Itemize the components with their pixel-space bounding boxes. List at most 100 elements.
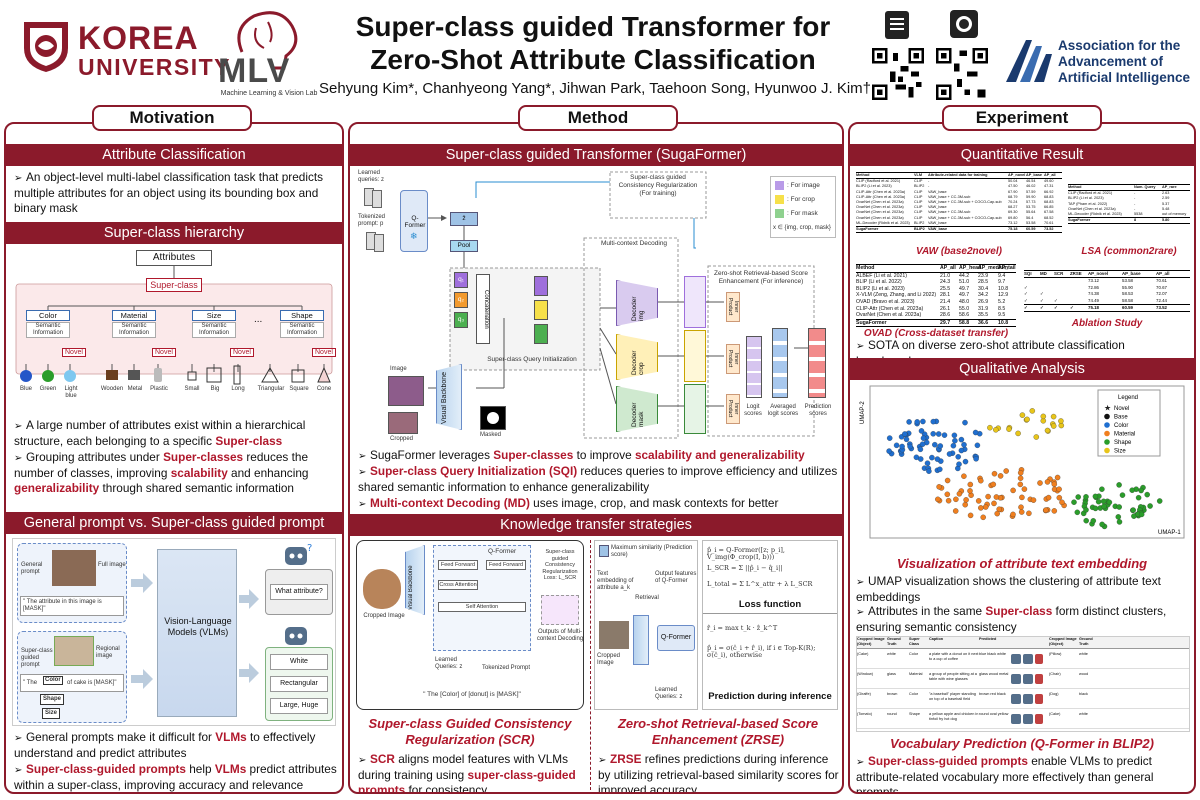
learned-query-token xyxy=(372,190,382,208)
umap-point xyxy=(1099,521,1105,528)
retrieval-label: Retrieval xyxy=(635,595,659,601)
umap-point xyxy=(962,501,968,508)
mlv-caption: Machine Learning & Vision Lab xyxy=(220,90,318,97)
umap-point xyxy=(993,427,999,433)
scr-diagram: Cropped Image Visual Backbone Q-Former F… xyxy=(356,540,584,710)
lsa-caption: LSA (common2rare) xyxy=(1081,246,1177,257)
masked-label: Masked xyxy=(480,432,502,438)
equation-retrieval-score: r̂_i = max t_k · ẑ_k^T xyxy=(707,624,778,632)
umap-point xyxy=(982,504,989,510)
umap-point xyxy=(1021,486,1028,492)
logit-scores-stack xyxy=(746,336,762,398)
sqi-output-green xyxy=(534,324,548,344)
robot-icons xyxy=(1009,709,1049,728)
max-similarity-label: Maximum similarity (Prediction score) xyxy=(611,545,693,558)
mlv-lab-logo xyxy=(237,11,298,70)
umap-point xyxy=(1090,518,1097,524)
prompt-comparison-figure: General prompt Full image " The attribut… xyxy=(12,538,336,726)
novel-badge-shape: Novel xyxy=(312,348,336,357)
umap-point xyxy=(1095,498,1102,505)
umap-point xyxy=(961,441,967,448)
umap-point xyxy=(920,435,927,441)
umap-point xyxy=(917,446,924,453)
zrse-diagram: Maximum similarity (Prediction score) Te… xyxy=(594,540,698,710)
umap-bullet-2: ➢Attributes in the same Super-class form… xyxy=(856,604,1167,634)
legend-item: Material xyxy=(1114,432,1135,438)
robot-icons xyxy=(1009,669,1049,688)
leaf-wooden: Wooden xyxy=(100,386,124,392)
lsa-table-row: BLIP2 (Li et al. 2023)-2.59 xyxy=(1068,196,1170,201)
mlv-wordmark: MLV xyxy=(218,52,291,90)
kt-divider xyxy=(590,540,591,790)
legend-swatch xyxy=(1104,430,1110,437)
tab-method: Method xyxy=(518,105,678,131)
legend-item: Shape xyxy=(1114,440,1132,446)
scr-loss-label: Super-class guided Consistency Regulariz… xyxy=(542,549,578,581)
chip-size: Size xyxy=(42,708,61,719)
github-qr-code[interactable] xyxy=(936,48,988,100)
input-image-thumbnail xyxy=(388,376,424,406)
umap-point xyxy=(1017,475,1024,481)
umap-point xyxy=(993,494,1000,500)
umap-point xyxy=(1050,413,1057,420)
umap-point xyxy=(1051,481,1058,487)
umap-point xyxy=(1026,510,1032,517)
umap-point xyxy=(1003,468,1009,474)
prediction-inference-label: Prediction during inference xyxy=(708,691,832,702)
umap-point xyxy=(987,424,993,431)
scr-training-label: Super-class guided Consistency Regulariz… xyxy=(618,174,698,197)
hierarchy-group-shape: Shape Semantic Information xyxy=(280,310,324,338)
confused-robot-icon: ? xyxy=(285,543,312,565)
umap-point xyxy=(1040,413,1047,420)
hierarchy-bullet-2: ➢Grouping attributes under Super-classes… xyxy=(14,450,309,495)
umap-point xyxy=(1054,474,1061,481)
mcd-label: Multi-context Decoding xyxy=(600,240,668,247)
umap-point xyxy=(1074,509,1081,516)
umap-scatter-plot: UMAP-1UMAP-2Legend★NovelBaseColorMateria… xyxy=(860,385,1185,539)
github-icon xyxy=(950,10,978,38)
umap-point xyxy=(1138,511,1145,518)
knowledge-transfer-header: Knowledge transfer strategies xyxy=(350,514,842,536)
umap-point xyxy=(1138,487,1144,494)
hierarchy-root: Attributes xyxy=(136,250,212,266)
inner-product-mask: Inner Product xyxy=(726,394,740,424)
umap-point xyxy=(1010,487,1016,494)
equation-scr-loss: L_SCR = Σ ||p̂_i − q̂_i|| xyxy=(707,564,783,572)
umap-point xyxy=(994,510,1000,517)
legend-novel-star-icon: ★ xyxy=(1104,404,1111,413)
umap-point xyxy=(963,497,969,503)
umap-point xyxy=(1051,508,1058,514)
umap-point xyxy=(886,435,893,441)
hierarchy-group-material: Material Semantic Information xyxy=(112,310,156,338)
umap-point xyxy=(967,512,974,519)
qr-codes xyxy=(870,4,1000,104)
umap-point xyxy=(978,505,984,511)
umap-point xyxy=(975,498,982,504)
ovad-caption: OVAD (Cross-dataset transfer) xyxy=(863,328,1009,339)
umap-point xyxy=(935,431,942,437)
leaf-light-blue: Light blue xyxy=(64,386,78,399)
umap-point xyxy=(1116,482,1122,488)
attribute-classification-text: ➢An object-level multi-label classificat… xyxy=(14,170,324,215)
paper-qr-code[interactable] xyxy=(872,48,924,100)
superclass-hierarchy-header: Super-class hierarchy xyxy=(6,222,342,244)
lsa-table-row: CLIP (Radford et al. 2021)-2.63 xyxy=(1068,191,1170,196)
leaf-long: Long xyxy=(231,386,245,392)
scr-prompt-example: " The [Color] of [donut] is [MASK]" xyxy=(423,691,521,698)
visual-backbone-block xyxy=(633,615,649,665)
umap-point xyxy=(937,443,944,449)
umap-point xyxy=(1017,481,1024,488)
umap-point xyxy=(924,460,931,466)
